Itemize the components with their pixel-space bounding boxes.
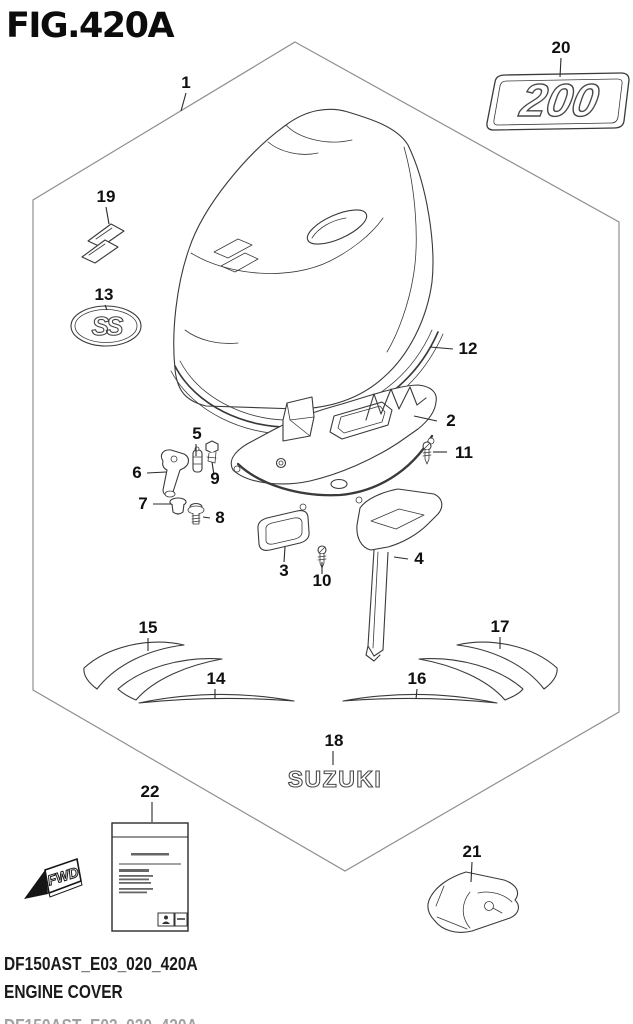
instruction-label-22: [111, 822, 189, 932]
callout-leader-16: [415, 688, 418, 700]
bolt-9: [205, 440, 219, 464]
decal-strip-17: [418, 641, 558, 701]
part-callout-17: 17: [491, 617, 510, 636]
part-callout-15: 15: [139, 618, 158, 637]
part-callout-13: 13: [95, 285, 114, 304]
callout-leader-1: [180, 92, 187, 112]
callout-leader-12: [429, 346, 454, 350]
part-callout-9: 9: [210, 469, 219, 488]
suzuki-s-emblem-19: [81, 223, 125, 264]
callout-layer: 1 20 19 13 12 211 5 6 9 7 8 3 10 4 15 14 16 17 18 22 21: [95, 38, 571, 883]
screw-11: [422, 441, 432, 465]
callout-leader-13: [104, 304, 108, 311]
screw-10: [317, 545, 327, 569]
part-callout-12: 12: [459, 339, 478, 358]
tool-bag-21: [427, 871, 519, 933]
callout-leader-9: [211, 461, 215, 476]
figure-title: FIG.420A: [6, 6, 175, 46]
callout-leader-20: [559, 57, 562, 78]
part-callout-11: 11: [455, 443, 473, 462]
drawing-code: DF150AST_E03_020_420A: [4, 954, 198, 974]
part-callout-8: 8: [215, 508, 224, 527]
part-callout-10: 10: [313, 571, 332, 590]
cover-vent-oval: [306, 209, 368, 245]
ss-emblem-13: SS: [70, 305, 142, 347]
callout-leader-4: [393, 556, 409, 560]
callout-leader-2: [413, 415, 438, 422]
decal-strip-15: [83, 641, 223, 701]
part-callout-21: 21: [463, 842, 482, 861]
grommet-7: [169, 497, 187, 515]
part-callout-3: 3: [279, 561, 288, 580]
part-callout-18: 18: [325, 731, 344, 750]
lower-cover-2: [230, 384, 437, 511]
drawing-code-partial: DF150AST_E03_020_420A: [4, 1016, 198, 1024]
part-callout-2: 2: [446, 411, 455, 430]
ss-emblem-text: SS: [92, 311, 124, 341]
callout-leader-6: [146, 471, 167, 474]
decal-strip-14: [138, 693, 295, 704]
part-callout-22: 22: [141, 782, 160, 801]
bracket-4: [356, 488, 443, 662]
part-callout-16: 16: [408, 669, 427, 688]
diagram-frame: [32, 41, 620, 872]
part-callout-1: 1: [181, 73, 190, 92]
cover-suzuki-diamond-logo: [213, 238, 259, 273]
engine-cover-top-drawing: [173, 108, 434, 410]
part-callout-20: 20: [552, 38, 571, 57]
part-callout-4: 4: [414, 549, 424, 568]
emblem-200-20: 200: [486, 72, 630, 131]
part-callout-6: 6: [132, 463, 141, 482]
drawing-name: ENGINE COVER: [4, 982, 123, 1002]
pin-5: [192, 446, 203, 473]
part-callout-5: 5: [192, 424, 201, 443]
latch-6: [160, 449, 190, 498]
callout-leader-19: [105, 206, 110, 225]
callout-leader-21: [470, 861, 473, 883]
screw-8: [187, 502, 205, 525]
suzuki-wordmark-decal-18: SUZUKI: [288, 766, 383, 792]
part-callout-19: 19: [97, 187, 116, 206]
part-callout-14: 14: [207, 669, 226, 688]
part-callout-7: 7: [138, 494, 147, 513]
emblem-200-text: 200: [516, 74, 603, 126]
callout-leader-8: [202, 516, 211, 519]
decal-strip-16: [342, 693, 498, 704]
callout-leader-3: [283, 546, 286, 563]
seal-3: [257, 510, 310, 551]
fwd-arrow: FWD: [24, 857, 83, 899]
